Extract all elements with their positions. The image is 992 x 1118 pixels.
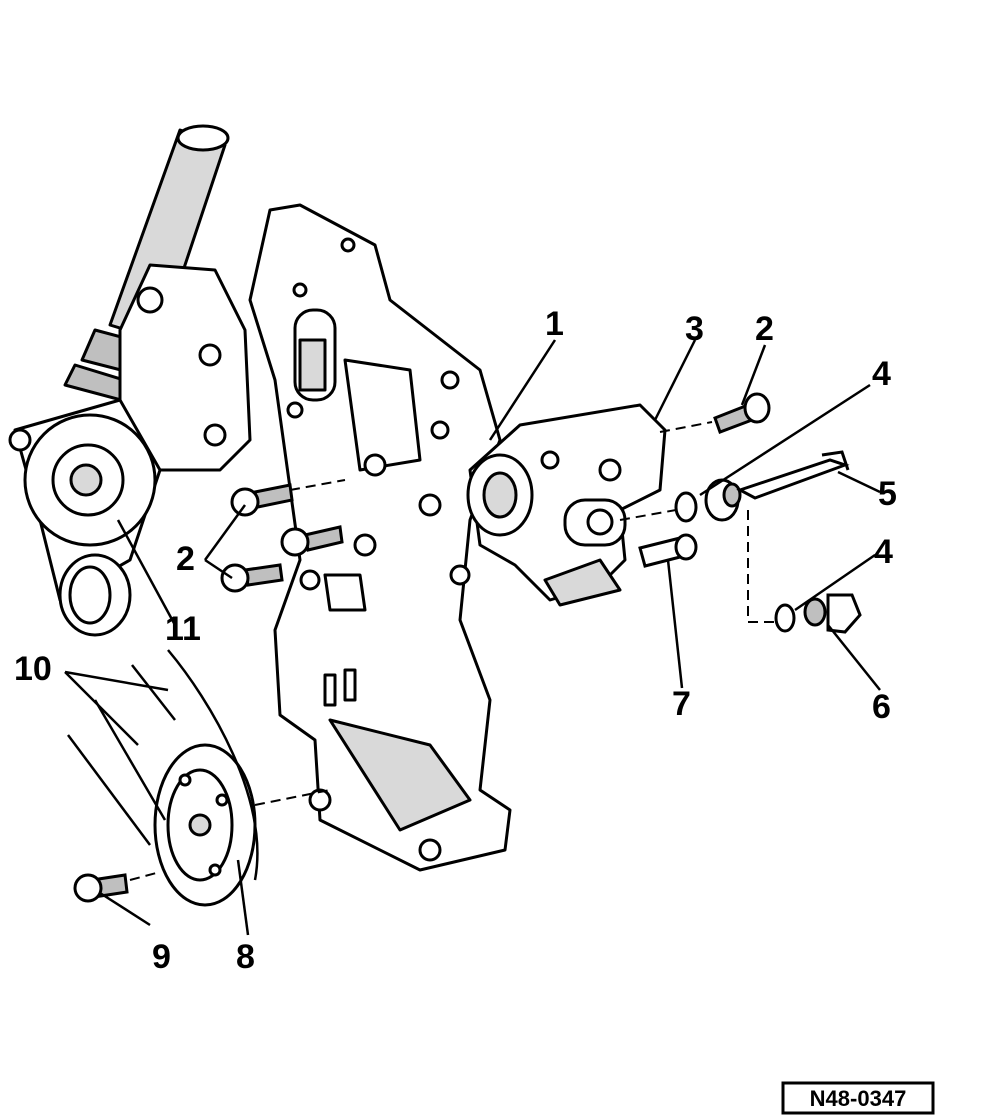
reference-code: N48-0347 [810, 1086, 907, 1111]
tensioner-assembly [8, 124, 252, 637]
banjo-bolt [803, 593, 862, 634]
pulley-bolt [73, 873, 129, 903]
callout-10: 10 [14, 650, 52, 688]
callout-7: 7 [672, 685, 691, 723]
bolts-left-group [220, 483, 344, 593]
callout-3: 3 [685, 310, 704, 348]
bolt-top-right [713, 392, 771, 434]
seal-ring-lower [774, 603, 796, 633]
reference-code-box: N48-0347 [781, 1081, 935, 1115]
callout-11: 11 [165, 610, 201, 648]
callout-4-upper: 4 [872, 355, 891, 393]
alignment-lines [129, 421, 775, 881]
power-steering-pump [466, 403, 667, 607]
callout-2-top: 2 [755, 310, 774, 348]
callout-1: 1 [545, 305, 564, 343]
callout-9: 9 [152, 938, 171, 976]
banjo-fitting [704, 450, 850, 522]
callout-4-lower: 4 [874, 533, 893, 571]
callout-8: 8 [236, 938, 255, 976]
mounting-bracket [248, 203, 512, 872]
seal-ring-upper [674, 491, 698, 523]
callout-2-left: 2 [176, 540, 195, 578]
pump-pulley [153, 743, 257, 907]
callout-5: 5 [878, 475, 897, 513]
leader-lines [64, 339, 881, 936]
bolt-long [638, 533, 698, 568]
callout-6: 6 [872, 688, 891, 726]
drive-belt [66, 649, 259, 881]
